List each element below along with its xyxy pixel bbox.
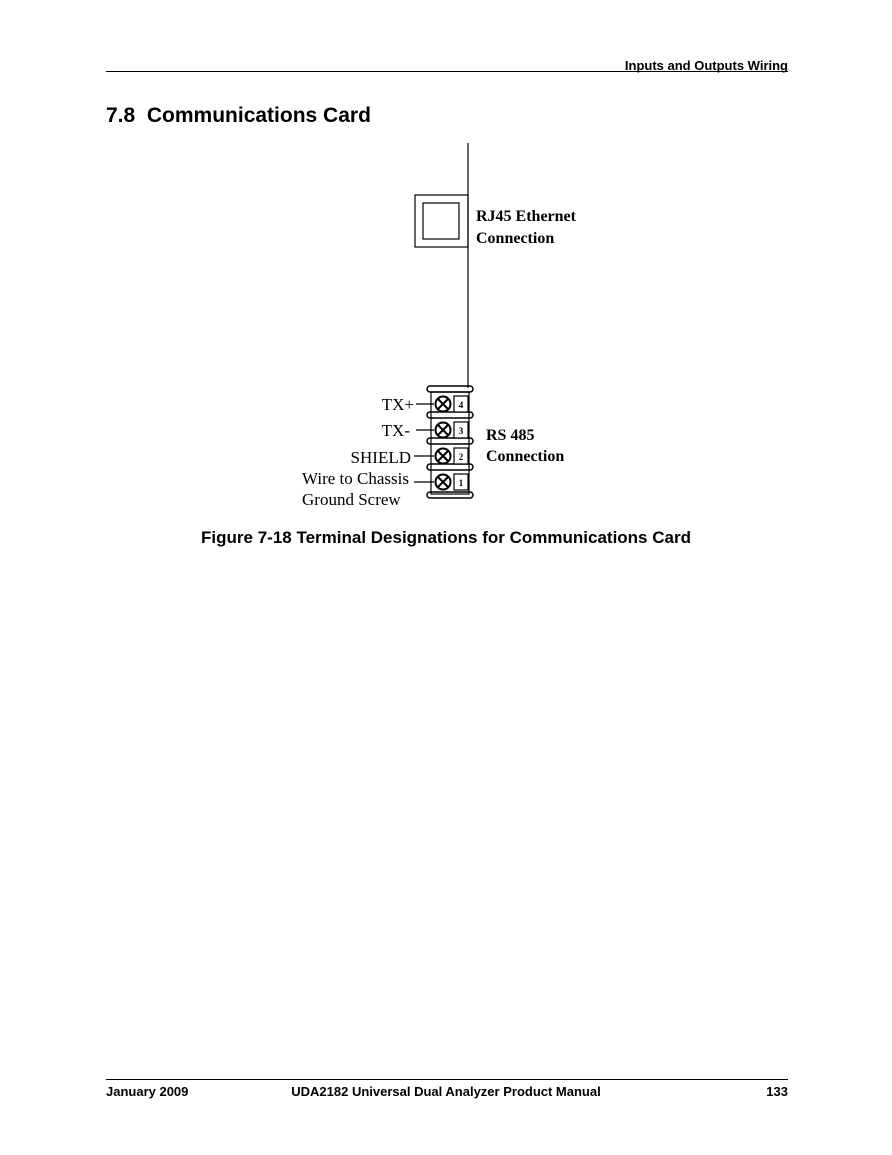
rj45-label-line1: RJ45 Ethernet — [476, 208, 577, 225]
section-title: Communications Card — [146, 104, 371, 127]
footer-date: January 2009 — [106, 1084, 189, 1099]
rs485-label-line2: Connection — [486, 448, 564, 465]
section-heading: 7.8 Communications Card — [106, 104, 371, 128]
terminal-4: 4 — [416, 395, 469, 413]
footer-title: UDA2182 Universal Dual Analyzer Product … — [291, 1084, 601, 1099]
terminal-block — [426, 385, 474, 499]
rj45-jack — [414, 194, 469, 248]
running-header: Inputs and Outputs Wiring — [624, 58, 788, 73]
terminal-label-tx-plus: TX+ — [382, 395, 414, 414]
header-rule — [106, 71, 788, 72]
terminal-label-shield: SHIELD — [351, 448, 411, 467]
terminal-number: 4 — [459, 400, 464, 410]
section-number: 7.8 — [106, 104, 136, 127]
figure-caption: Figure 7-18 Terminal Designations for Co… — [201, 528, 691, 547]
terminal-number: 3 — [459, 426, 464, 436]
terminal-label-chassis-line1: Wire to Chassis — [302, 469, 409, 488]
rs485-label-line1: RS 485 — [486, 427, 534, 444]
terminal-3: 3 — [416, 421, 469, 439]
terminal-2: 2 — [414, 447, 469, 465]
terminal-number: 2 — [459, 452, 464, 462]
page-number: 133 — [766, 1084, 788, 1099]
terminal-number: 1 — [459, 478, 464, 488]
terminal-label-tx-minus: TX- — [382, 421, 411, 440]
rj45-label-line2: Connection — [476, 230, 554, 247]
terminal-1: 1 — [414, 473, 469, 491]
terminal-label-chassis-line2: Ground Screw — [302, 490, 401, 509]
footer-rule — [106, 1079, 788, 1080]
